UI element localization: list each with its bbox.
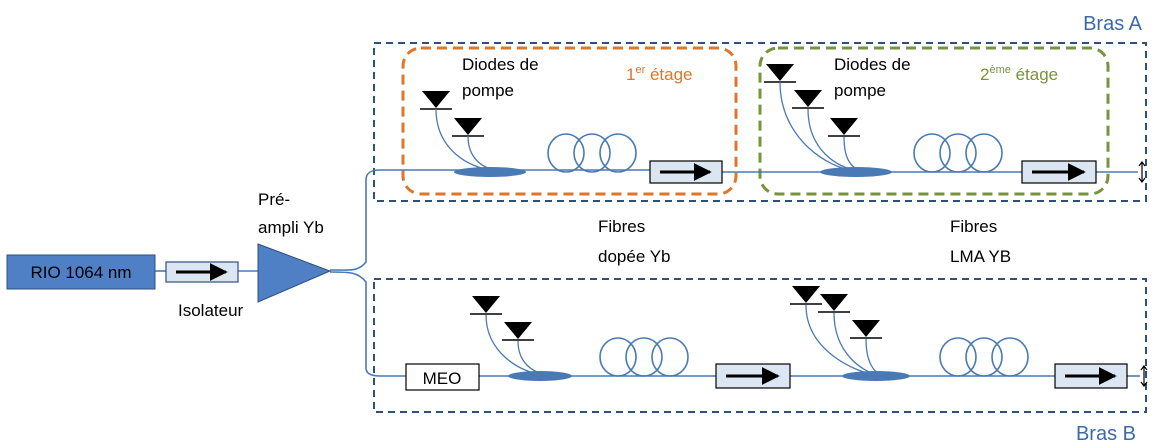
stage-2-box — [758, 46, 1110, 196]
stage1-title: 1er étage — [626, 64, 693, 84]
pump-diode-icon — [790, 286, 822, 305]
preamp-label-1: Pré- — [258, 190, 290, 209]
pump-combiner — [842, 371, 910, 381]
modulator-label: MEO — [423, 369, 462, 388]
double-arrow-icon — [1138, 161, 1146, 183]
stage2-diodes-label-2: pompe — [834, 81, 886, 100]
pump-combiner — [454, 167, 526, 177]
modulator-box — [405, 363, 480, 391]
stage2-title: 2ème étage — [980, 64, 1058, 84]
source-box — [6, 254, 156, 290]
fibres-doped-label-1: Fibres — [598, 217, 645, 236]
isolator-label: Isolateur — [178, 301, 244, 320]
doped-fiber-coil-icon — [599, 337, 689, 377]
pump-diode-icon — [502, 322, 534, 341]
pump-diode-icon — [764, 64, 796, 83]
pump-diode-icon — [470, 296, 502, 315]
stage1-diodes-label-1: Diodes de — [462, 55, 539, 74]
fibres-lma-label-2: LMA YB — [950, 247, 1011, 266]
pump-diode-icon — [850, 320, 882, 339]
arm-a-box — [373, 42, 1147, 202]
lma-fiber-coil-icon — [913, 133, 1003, 173]
double-arrow-icon — [1140, 365, 1148, 387]
fibres-doped-label-2: dopée Yb — [598, 247, 670, 266]
pump-fibers — [805, 304, 881, 375]
source-label: RIO 1064 nm — [30, 263, 131, 282]
arm-b-box — [373, 278, 1147, 413]
arm-a-label: Bras A — [1083, 13, 1143, 35]
lma-fiber-coil-icon — [939, 337, 1029, 377]
pump-diode-icon — [792, 90, 824, 109]
preamp-triangle — [257, 243, 332, 303]
pump-combiner — [820, 167, 892, 177]
doped-fiber-coil-icon — [547, 133, 637, 173]
pump-diode-icon — [452, 118, 484, 137]
stage1-diodes-label-2: pompe — [462, 81, 514, 100]
fibres-lma-label-1: Fibres — [950, 217, 997, 236]
arm-b-label: Bras B — [1076, 423, 1136, 445]
preamp-label-2: ampli Yb — [258, 218, 324, 237]
pump-diode-icon — [420, 91, 452, 110]
pump-diode-icon — [818, 294, 850, 313]
pump-diode-icon — [828, 118, 860, 137]
stage-1-box — [401, 46, 738, 196]
stage2-diodes-label-1: Diodes de — [834, 55, 911, 74]
pump-combiner — [508, 371, 572, 381]
